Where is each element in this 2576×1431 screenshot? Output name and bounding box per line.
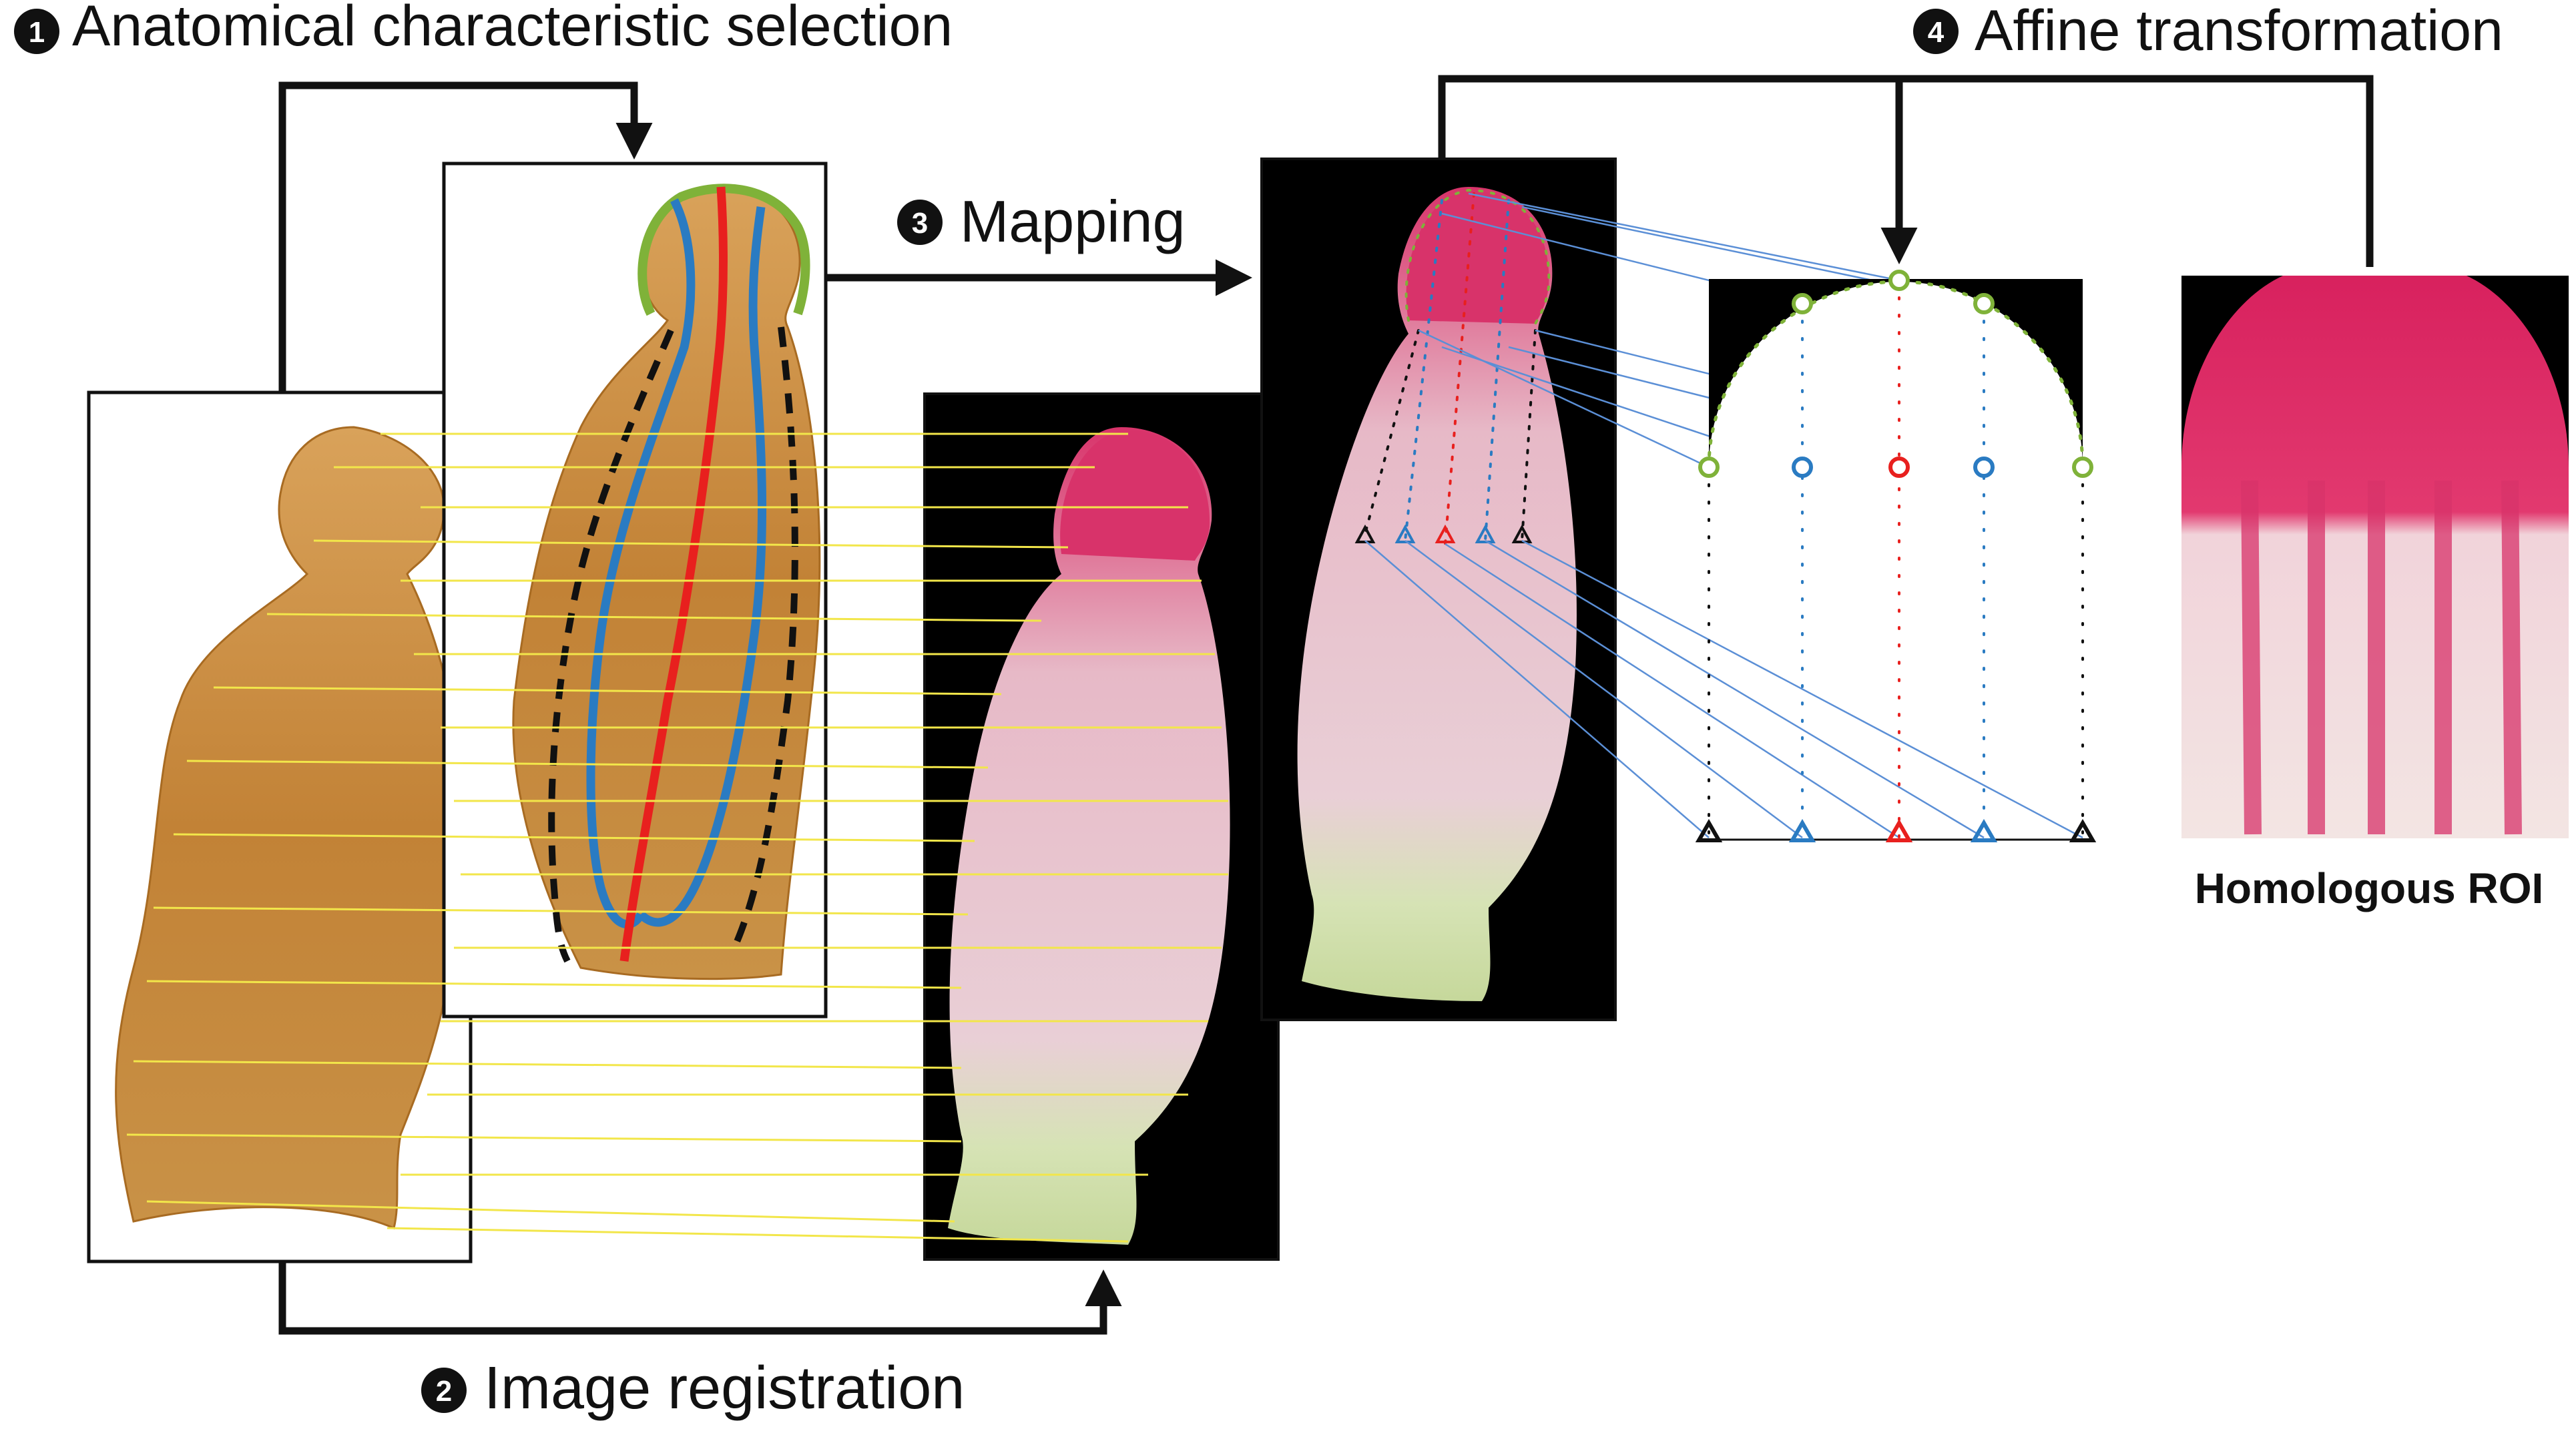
step-4-label: Affine transformation (1975, 0, 2503, 63)
reference-petal-panel (87, 390, 473, 1263)
dashed-outline-right (731, 326, 798, 950)
mapped-petal-panel (1260, 158, 1617, 1021)
step-1-label: Anatomical characteristic selection (72, 0, 953, 58)
arrow-step-1 (278, 81, 653, 392)
step-3-label: Mapping (960, 188, 1186, 254)
step-2-label: Image registration (484, 1355, 965, 1422)
step-3-title: 3 Mapping (897, 188, 1186, 254)
lateral-line-left (586, 198, 696, 929)
pink-petal-mapped (1297, 187, 1577, 1001)
dashed-outline-left (548, 329, 674, 963)
affine-template-panel (1695, 270, 2097, 842)
step-2-badge (421, 1368, 467, 1413)
pink-apex (1060, 430, 1210, 561)
apex-contour (637, 184, 810, 316)
homologous-roi-panel: Homologous ROI (2181, 276, 2569, 912)
brown-petal (115, 426, 463, 1230)
registered-petal-panel (923, 392, 1280, 1261)
template-apex-fill (1709, 282, 2083, 467)
flow-arrows (278, 75, 2374, 1335)
step-1-badge (14, 9, 59, 54)
template-anchor-points (1698, 270, 2093, 478)
step-4-number: 4 (1928, 16, 1945, 49)
roi-vein-stripes (2241, 480, 2522, 835)
step-1-number: 1 (29, 16, 45, 49)
step-2-number: 2 (436, 1375, 452, 1408)
registration-lines (126, 433, 1228, 1243)
arrow-step-4 (1438, 75, 2374, 267)
template-base-landmarks (1695, 818, 2097, 842)
step-2-title: 2 Image registration (421, 1355, 965, 1422)
mapped-landmarks (1354, 192, 1537, 545)
step-3-badge (897, 200, 943, 245)
roi-label: Homologous ROI (2195, 864, 2544, 912)
midline (619, 186, 728, 962)
step-3-number: 3 (912, 207, 928, 240)
step-4-badge (1913, 9, 1959, 54)
step-1-title: 1 Anatomical characteristic selection (14, 0, 953, 58)
roi-black-corner-right (2467, 276, 2569, 467)
anatomical-petal-panel (442, 162, 828, 1019)
template-apex-contour (1707, 280, 2085, 469)
lateral-line-right (637, 206, 767, 927)
roi-black-corner-left (2181, 276, 2283, 467)
pink-apex-mapped (1406, 190, 1549, 324)
arrow-step-2 (278, 1261, 1122, 1335)
pink-petal (948, 427, 1230, 1245)
step-4-title: 4 Affine transformation (1913, 0, 2503, 63)
